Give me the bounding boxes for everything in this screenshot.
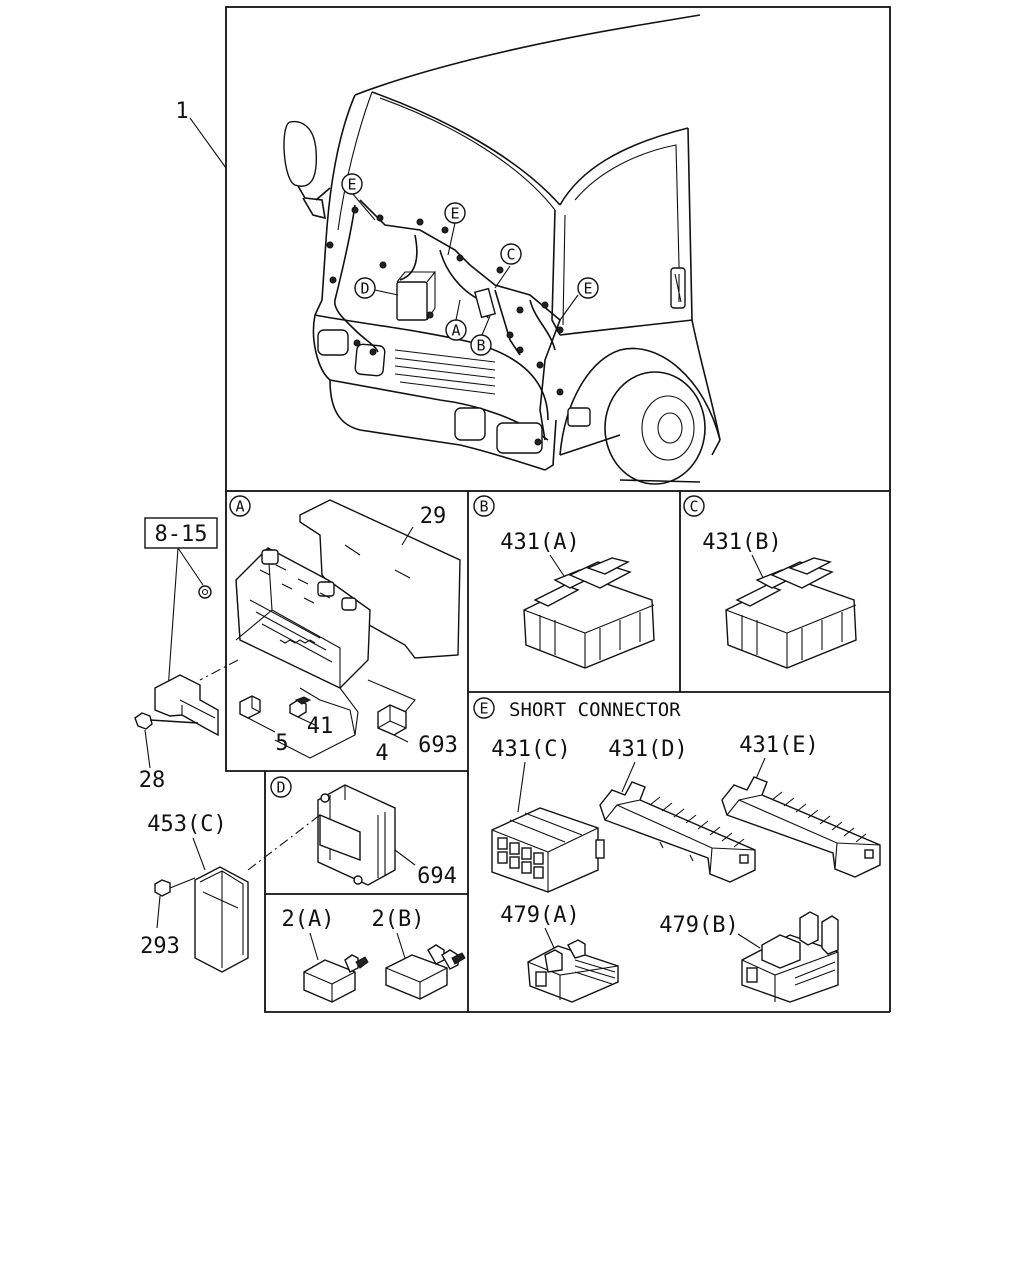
fuse-box-cover-drawing [299, 499, 461, 659]
nut-293-drawing [154, 877, 196, 929]
svg-text:B: B [479, 498, 488, 516]
svg-text:C: C [689, 498, 698, 516]
panel-e-title: SHORT CONNECTOR [509, 699, 681, 721]
mini-fuse-41-drawing [289, 696, 312, 718]
connector-479b-drawing [741, 911, 839, 1003]
connector-431d-drawing [599, 781, 756, 883]
panel-b-letter: B [473, 495, 495, 517]
truck-callout-e3: E [577, 277, 599, 299]
panel-a-leaders [247, 679, 416, 759]
svg-text:D: D [276, 779, 285, 797]
main-callout-label: 1 [175, 99, 188, 124]
relay-2b-drawing [385, 944, 466, 1000]
svg-text:A: A [235, 498, 244, 516]
panel-frames [225, 6, 891, 1013]
label-431c: 431(C) [491, 737, 570, 762]
truck-callout-d: D [354, 277, 376, 299]
label-cover-29: 29 [420, 504, 447, 529]
label-431d: 431(D) [608, 737, 687, 762]
panel-e-letter: E [473, 697, 495, 719]
relay-693-drawing [377, 704, 407, 736]
svg-text:E: E [450, 205, 459, 223]
bracket-drawing [154, 585, 219, 737]
truck-callout-c: C [500, 243, 522, 265]
fuse-box-drawing [235, 547, 371, 689]
panel-c-letter: C [683, 495, 705, 517]
panel-d-letter: D [270, 776, 292, 798]
connector-431c-drawing [491, 807, 605, 893]
bracket-8-15-callout: 8-15 [144, 517, 218, 691]
label-nut-293: 293 [140, 934, 180, 959]
relay-2a-drawing [303, 954, 369, 1003]
svg-text:B: B [476, 337, 485, 355]
label-relay-693: 693 [418, 733, 458, 758]
truck-callout-a: A [445, 319, 467, 341]
label-fuse-box-4: 4 [375, 741, 388, 766]
connector-431b-drawing [725, 557, 857, 669]
svg-text:D: D [360, 280, 369, 298]
truck-cab-illustration [283, 14, 721, 485]
label-431e: 431(E) [739, 733, 818, 758]
truck-callout-e1: E [341, 173, 363, 195]
svg-text:E: E [347, 176, 356, 194]
svg-text:A: A [451, 322, 460, 340]
svg-text:E: E [583, 280, 592, 298]
label-479b: 479(B) [659, 913, 738, 938]
svg-text:E: E [479, 700, 488, 718]
label-relay-2a: 2(A) [282, 907, 335, 932]
main-callout-leader [189, 117, 227, 169]
label-bracket-694: 694 [417, 864, 457, 889]
label-fuse-5: 5 [275, 731, 288, 756]
label-ecu-453c: 453(C) [147, 812, 226, 837]
svg-text:C: C [506, 246, 515, 264]
panel-a-letter: A [229, 495, 251, 517]
bolt-28-drawing [134, 712, 199, 769]
label-431a: 431(A) [500, 530, 579, 555]
ecu-453c-drawing [194, 866, 249, 973]
label-mini-fuse-41: 41 [307, 714, 334, 739]
label-bolt-28: 28 [139, 768, 166, 793]
label-479a: 479(A) [500, 903, 579, 928]
svg-text:8-15: 8-15 [155, 522, 208, 547]
fuse-5-drawing [239, 695, 261, 719]
connector-479a-drawing [527, 939, 619, 1003]
truck-callout-e2: E [444, 202, 466, 224]
truck-callout-b: B [470, 334, 492, 356]
connector-431a-drawing [523, 557, 655, 669]
label-relay-2b: 2(B) [372, 907, 425, 932]
ecu-bracket-694-drawing [317, 784, 396, 886]
connector-431e-drawing [721, 776, 881, 878]
label-431b: 431(B) [702, 530, 781, 555]
